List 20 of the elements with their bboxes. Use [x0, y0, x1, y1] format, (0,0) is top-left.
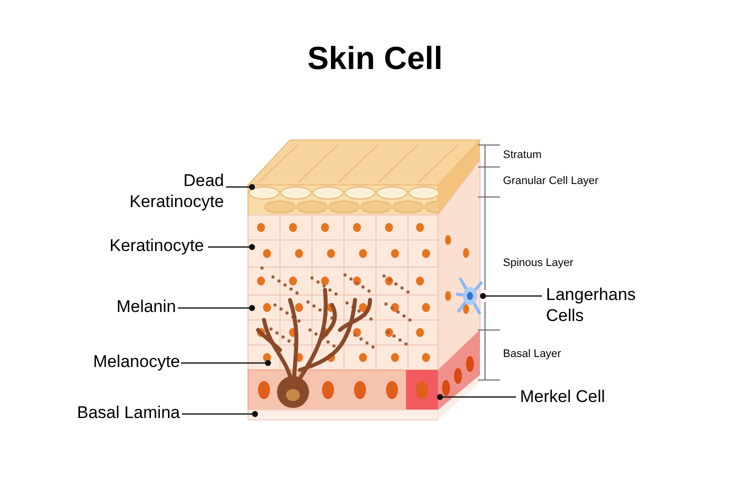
part-label: Keratinocyte	[110, 235, 204, 256]
part-label: Basal Lamina	[76, 402, 180, 423]
part-label: Dead Keratinocyte	[128, 170, 224, 212]
leader-line	[178, 305, 255, 311]
leader-line	[480, 293, 542, 299]
leader-line	[226, 184, 255, 190]
part-label: Merkel Cell	[520, 386, 606, 407]
title: Skin Cell	[307, 39, 443, 78]
layer-label: Basal Layer	[503, 348, 562, 361]
leader-line	[437, 394, 516, 400]
leader-line	[181, 360, 271, 366]
layer-label: Stratum	[503, 149, 542, 162]
layer-label: Granular Cell Layer	[503, 175, 598, 188]
part-label: Melanin	[116, 296, 176, 317]
langerhans-cell-drawing	[454, 276, 484, 316]
leader-line	[182, 411, 258, 417]
part-label: Melanocyte	[93, 351, 180, 372]
layer-label: Spinous Layer	[503, 256, 574, 270]
part-label: Langerhans Cells	[546, 284, 637, 326]
leader-line	[208, 244, 255, 250]
